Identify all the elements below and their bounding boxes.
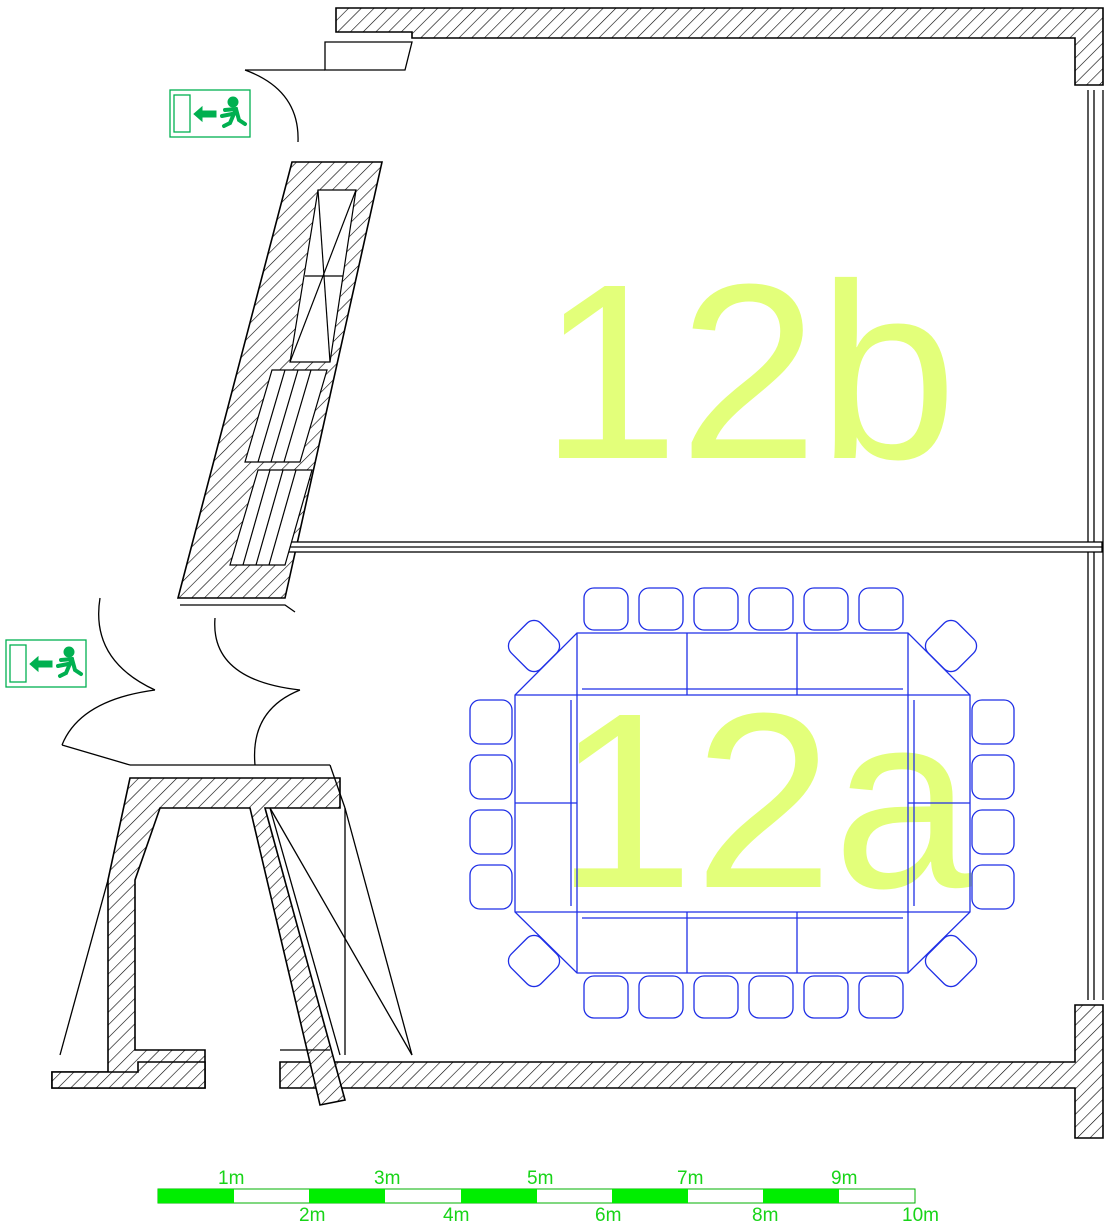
emergency-exit-left-icon xyxy=(193,96,247,128)
chair xyxy=(507,934,561,988)
scale-bar: 1m 3m 5m 7m 9m 2m 4m 6m 8m 10m xyxy=(157,1168,939,1224)
scale-label-7m: 7m xyxy=(677,1168,703,1189)
scale-segment xyxy=(612,1189,688,1203)
chairs xyxy=(469,587,1015,1019)
chair xyxy=(507,619,561,673)
chair xyxy=(971,754,1015,800)
scale-label-6m: 6m xyxy=(595,1205,621,1224)
chair xyxy=(693,975,739,1019)
room-label-12a: 12a xyxy=(555,661,973,940)
scale-segment xyxy=(763,1189,839,1203)
chair xyxy=(803,975,849,1019)
chair xyxy=(858,975,904,1019)
chair xyxy=(469,754,513,800)
chair xyxy=(971,864,1015,910)
scale-label-5m: 5m xyxy=(527,1168,553,1189)
scale-label-9m: 9m xyxy=(831,1168,857,1189)
exit-sign-left xyxy=(5,639,87,688)
movable-partition xyxy=(281,541,1103,553)
door-top xyxy=(244,41,413,143)
chair xyxy=(803,587,849,631)
scale-label-8m: 8m xyxy=(752,1205,778,1224)
chair xyxy=(469,809,513,855)
shaft-lines xyxy=(59,764,413,1056)
scale-segment xyxy=(158,1189,234,1203)
chair xyxy=(469,864,513,910)
scale-segment xyxy=(309,1189,385,1203)
scale-label-10m: 10m xyxy=(902,1205,939,1224)
exit-sign-top xyxy=(169,89,251,138)
chair xyxy=(971,699,1015,745)
bottom-wall xyxy=(279,1004,1104,1139)
scale-label-2m: 2m xyxy=(299,1205,325,1224)
chair xyxy=(638,975,684,1019)
scale-label-4m: 4m xyxy=(443,1205,469,1224)
chair xyxy=(693,587,739,631)
scale-segment xyxy=(461,1189,537,1203)
chair xyxy=(924,619,978,673)
chair xyxy=(748,587,794,631)
chair xyxy=(748,975,794,1019)
chair xyxy=(924,934,978,988)
chair xyxy=(469,699,513,745)
scale-label-3m: 3m xyxy=(374,1168,400,1189)
top-wall xyxy=(335,7,1104,86)
lower-left-wall-block xyxy=(51,777,346,1106)
scale-label-1m: 1m xyxy=(218,1168,244,1189)
left-stub-wall xyxy=(51,1061,206,1089)
double-door-left xyxy=(61,597,330,766)
emergency-exit-left-icon xyxy=(29,646,83,678)
chair xyxy=(971,809,1015,855)
room-label-12b: 12b xyxy=(540,232,957,511)
storage-cabinets xyxy=(229,189,357,566)
chair xyxy=(858,587,904,631)
chair xyxy=(638,587,684,631)
chair xyxy=(583,975,629,1019)
chair xyxy=(583,587,629,631)
